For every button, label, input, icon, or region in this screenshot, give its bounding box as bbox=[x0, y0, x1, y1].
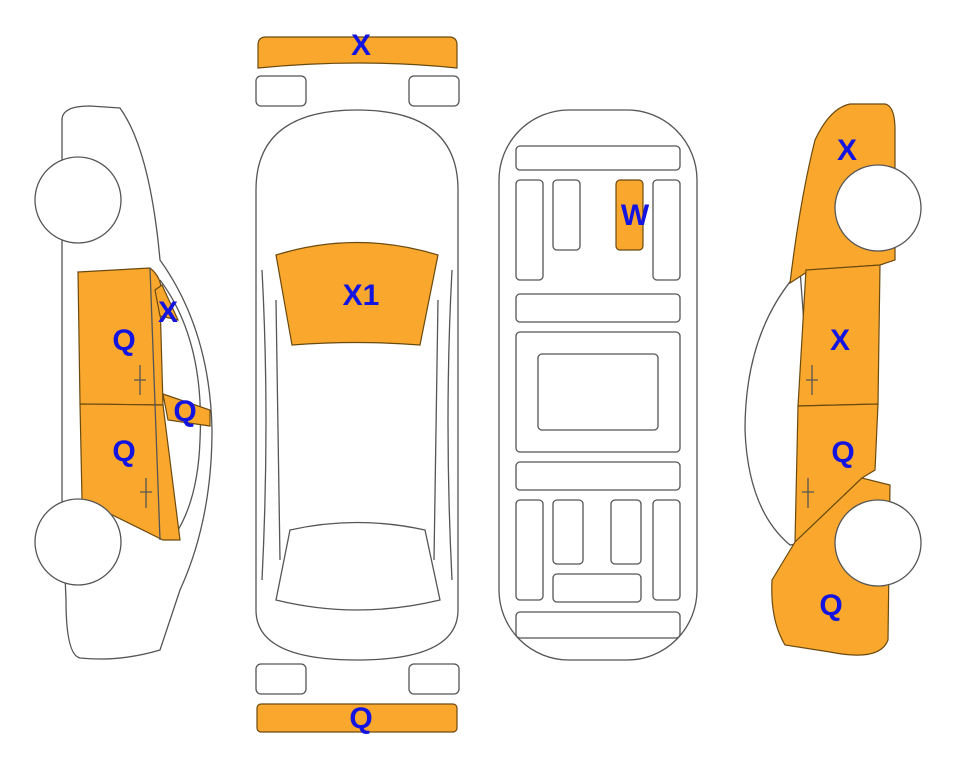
rear-right-wheel bbox=[408, 663, 460, 695]
rear-bumper-region[interactable] bbox=[256, 703, 458, 733]
body-line-right bbox=[433, 269, 453, 581]
right-rear-handle bbox=[802, 478, 814, 508]
top-view bbox=[255, 36, 460, 733]
front-bumper-region[interactable] bbox=[257, 36, 458, 69]
right-rear-door-region[interactable] bbox=[794, 403, 879, 544]
front-left-wheel bbox=[255, 75, 307, 107]
left-window-arc bbox=[159, 279, 202, 536]
dashboard bbox=[515, 145, 681, 171]
rear-bar bbox=[515, 461, 681, 491]
label-left-mirror: X bbox=[158, 296, 178, 329]
middle-bar bbox=[515, 293, 681, 323]
label-rear-bumper: Q bbox=[349, 702, 372, 735]
rear-seat-b bbox=[610, 499, 642, 565]
windshield-region[interactable] bbox=[275, 241, 439, 346]
front-right-wheel bbox=[408, 75, 460, 107]
label-right-front-door: X bbox=[830, 324, 850, 357]
roof-interior-region[interactable] bbox=[615, 179, 644, 251]
left-rear-door-region[interactable] bbox=[79, 403, 181, 541]
label-right-front-fender: X bbox=[837, 134, 857, 167]
right-front-wheel bbox=[834, 164, 922, 252]
label-left-rear-door: Q bbox=[112, 435, 135, 468]
label-right-rear-quarter: Q bbox=[819, 589, 842, 622]
left-rear-wheel bbox=[34, 498, 122, 586]
label-windshield: X1 bbox=[343, 279, 380, 312]
damage-labels: X X1 W X X Q Q Q Q X Q Q bbox=[112, 29, 857, 735]
left-door-seam bbox=[149, 267, 161, 541]
front-left-seat-inner bbox=[552, 179, 581, 251]
label-right-rear-door: Q bbox=[831, 436, 854, 469]
left-pillar-region[interactable] bbox=[162, 393, 211, 427]
left-mirror-region[interactable] bbox=[154, 284, 180, 321]
left-front-handle bbox=[134, 365, 146, 395]
rear-seat-a bbox=[552, 499, 584, 565]
front-right-seat bbox=[652, 179, 681, 281]
label-left-front-door: Q bbox=[112, 324, 135, 357]
body-line-left bbox=[261, 269, 281, 581]
label-front-bumper: X bbox=[351, 29, 371, 62]
rear-left-wheel bbox=[255, 663, 307, 695]
rear-left-seat bbox=[515, 499, 544, 601]
interior-view bbox=[498, 109, 698, 661]
left-rear-handle bbox=[140, 478, 152, 508]
car-body-top bbox=[255, 109, 459, 661]
console bbox=[537, 353, 659, 431]
right-side-view bbox=[744, 103, 922, 656]
rear-bench bbox=[552, 573, 642, 603]
left-front-wheel bbox=[34, 156, 122, 244]
front-left-seat bbox=[515, 179, 544, 281]
left-side-view bbox=[34, 105, 213, 660]
rear-window bbox=[275, 521, 441, 611]
right-front-handle bbox=[806, 365, 818, 395]
right-rear-wheel bbox=[834, 499, 922, 587]
rear-right-seat bbox=[652, 499, 681, 601]
label-left-pillar: Q bbox=[173, 395, 196, 428]
label-roof-interior: W bbox=[621, 199, 650, 232]
trunk bbox=[515, 611, 681, 639]
